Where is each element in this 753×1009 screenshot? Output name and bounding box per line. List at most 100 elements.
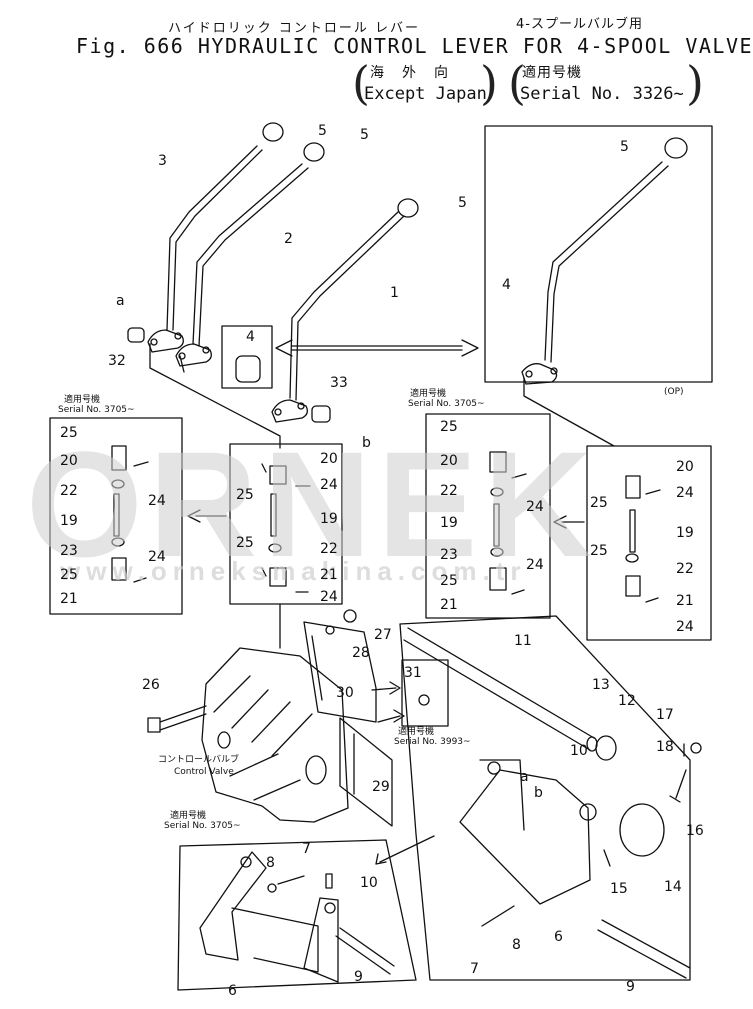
callout-8: 8 (512, 937, 521, 953)
callout-23: 23 (60, 543, 78, 559)
bracket-30 (311, 635, 323, 701)
callout-a: a (520, 769, 529, 785)
arrow-right (377, 709, 405, 723)
bolt-26 (159, 705, 207, 731)
bolt-16 (669, 769, 687, 803)
callout-24: 24 (676, 485, 694, 501)
callout-5: 5 (360, 127, 369, 143)
callout-27: 27 (374, 627, 392, 643)
paren-open: ( (508, 56, 526, 110)
arrow-diagonal (379, 835, 435, 863)
link-assembly-box-center (229, 443, 343, 605)
bolt-26-head (147, 717, 161, 733)
callout-24: 24 (526, 499, 544, 515)
callout-29: 29 (372, 779, 390, 795)
callout-b: b (362, 435, 371, 451)
callout-20: 20 (676, 459, 694, 475)
knob-5-lever-2 (303, 142, 325, 162)
serial-3705-jp-left: 適用号機 (64, 395, 101, 405)
pin-10-left (325, 873, 333, 889)
serial-3705-bottom: Serial No. 3705~ (164, 821, 241, 831)
paren-open: ( (352, 56, 370, 110)
bushing-4 (235, 355, 261, 383)
bushing-32 (127, 327, 145, 343)
callout-5: 5 (458, 195, 467, 211)
bolt-7-left (277, 875, 305, 885)
control-valve-label: Control Valve (174, 767, 234, 777)
link-assembly-left (111, 445, 149, 583)
callout-25: 25 (236, 535, 254, 551)
callout-20: 20 (60, 453, 78, 469)
callout-21: 21 (320, 567, 338, 583)
callout-25: 25 (60, 425, 78, 441)
link-assembly-box-left (49, 417, 183, 615)
knob-5-op (664, 137, 688, 159)
callout-22: 22 (60, 483, 78, 499)
bracket-assembly-panel (399, 615, 691, 981)
callout-4: 4 (502, 277, 511, 293)
callout-22: 22 (440, 483, 458, 499)
knob-5-lever-3 (262, 122, 284, 142)
lever-2 (175, 163, 309, 367)
arrow-right (371, 681, 401, 695)
callout-17: 17 (656, 707, 674, 723)
callout-7: 7 (470, 961, 479, 977)
callout-7: 7 (302, 841, 311, 857)
callout-33: 33 (330, 375, 348, 391)
callout-22: 22 (320, 541, 338, 557)
cam-14 (619, 803, 665, 857)
nut-31-box (401, 659, 449, 727)
lever-4-op (521, 161, 669, 385)
leader-line (523, 377, 615, 447)
callout-25: 25 (60, 567, 78, 583)
arrow-left (553, 515, 585, 529)
callout-4: 4 (246, 329, 255, 345)
serial-3705-jp-right: 適用号機 (410, 389, 447, 399)
callout-20: 20 (320, 451, 338, 467)
washer-28 (325, 625, 335, 635)
bracket-30-panel (303, 621, 377, 723)
bolt-7-right (481, 905, 515, 927)
callout-10: 10 (360, 875, 378, 891)
bracket-6-right (459, 759, 597, 905)
lever-3 (147, 145, 263, 353)
pin-15 (603, 849, 611, 867)
nut-27 (343, 609, 357, 623)
serial-number-note: Serial No. 3326~ (520, 84, 684, 104)
callout-22: 22 (676, 561, 694, 577)
callout-24: 24 (320, 589, 338, 605)
callout-24: 24 (148, 549, 166, 565)
control-valve (201, 647, 349, 823)
callout-19: 19 (320, 511, 338, 527)
bushing-33 (311, 405, 331, 423)
callout-24: 24 (526, 557, 544, 573)
serial-3993-jp: 適用号機 (398, 727, 435, 737)
callout-31: 31 (404, 665, 422, 681)
link-assembly-box-right (425, 413, 551, 619)
callout-25: 25 (236, 487, 254, 503)
callout-15: 15 (610, 881, 628, 897)
callout-9: 9 (626, 979, 635, 995)
link-assembly-box-far-right (586, 445, 712, 641)
shaft-9-right (597, 919, 691, 979)
callout-10: 10 (570, 743, 588, 759)
arrow-head (375, 853, 387, 865)
callout-21: 21 (676, 593, 694, 609)
callout-2: 2 (284, 231, 293, 247)
callout-20: 20 (440, 453, 458, 469)
serial-3993: Serial No. 3993~ (394, 737, 471, 747)
callout-25: 25 (440, 419, 458, 435)
callout-14: 14 (664, 879, 682, 895)
leader-line (179, 355, 185, 373)
callout-5: 5 (620, 139, 629, 155)
callout-19: 19 (60, 513, 78, 529)
paren-close: ) (686, 56, 704, 110)
leader-line (149, 343, 281, 449)
japanese-serial-label: 適用号機 (522, 65, 582, 81)
serial-3705-jp-bottom: 適用号機 (170, 811, 207, 821)
callout-30: 30 (336, 685, 354, 701)
callout-32: 32 (108, 353, 126, 369)
callout-13: 13 (592, 677, 610, 693)
arrow-left (187, 509, 227, 523)
